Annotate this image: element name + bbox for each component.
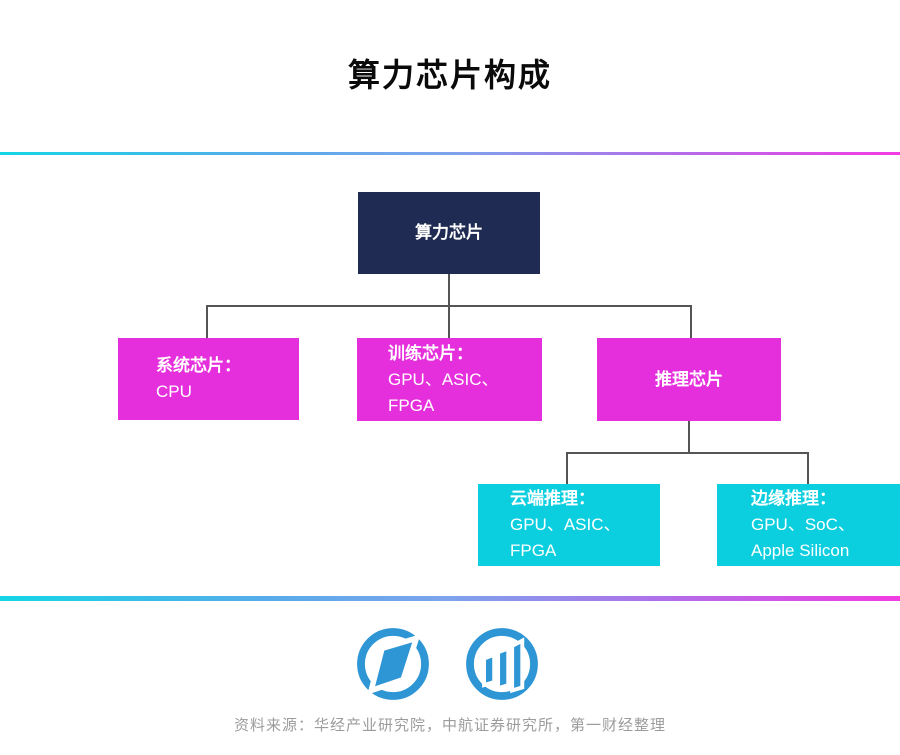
node-root: 算力芯片: [358, 192, 540, 274]
bottom-divider: [0, 596, 900, 601]
connector-drop-edge: [807, 453, 809, 484]
node-inference-chip: 推理芯片: [597, 338, 781, 421]
node-training-chip-line: GPU、ASIC、: [388, 369, 499, 389]
node-system-chip-line: CPU: [156, 382, 192, 401]
node-training-chip: 训练芯片： GPU、ASIC、 FPGA: [357, 338, 542, 421]
footer-logos: [0, 625, 900, 705]
node-edge-inference-line: Apple Silicon: [751, 541, 850, 560]
connector-drop-cloud: [566, 453, 568, 484]
node-system-chip-title: 系统芯片：: [156, 356, 241, 375]
source-note: 资料来源：华经产业研究院，中航证券研究所，第一财经整理: [233, 717, 666, 734]
node-cloud-inference: 云端推理： GPU、ASIC、 FPGA: [478, 484, 660, 566]
connector-level2-rail: [566, 452, 809, 454]
connector-inference-stem: [688, 421, 690, 453]
node-inference-chip-title: 推理芯片: [655, 369, 723, 389]
node-edge-inference-title: 边缘推理：: [751, 489, 836, 508]
node-training-chip-title: 训练芯片：: [388, 343, 473, 363]
yicai-parallelogram-logo-icon: [357, 628, 429, 700]
node-cloud-inference-line: FPGA: [510, 541, 557, 560]
node-root-label: 算力芯片: [415, 223, 483, 242]
bar-chart-circle-logo-icon: [466, 628, 538, 700]
node-training-chip-line: FPGA: [388, 395, 435, 415]
node-cloud-inference-line: GPU、ASIC、: [510, 515, 621, 534]
node-edge-inference: 边缘推理： GPU、SoC、 Apple Silicon: [717, 484, 900, 566]
page-title: 算力芯片构成: [347, 57, 552, 93]
connector-drop-inference: [690, 306, 692, 338]
top-divider: [0, 152, 900, 155]
connector-drop-training: [448, 306, 450, 338]
node-cloud-inference-title: 云端推理：: [510, 489, 595, 508]
node-system-chip: 系统芯片： CPU: [118, 338, 299, 420]
node-edge-inference-line: GPU、SoC、: [751, 515, 855, 534]
connector-drop-system: [206, 306, 208, 338]
connector-root-stem: [448, 274, 450, 306]
